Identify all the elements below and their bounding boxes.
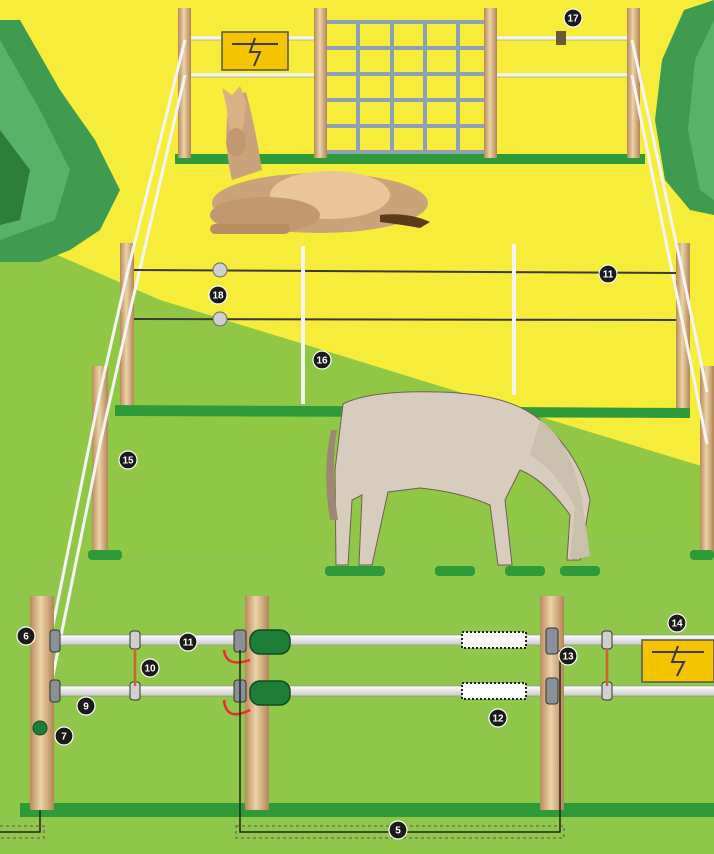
warning-sign-back	[222, 32, 288, 70]
svg-text:13: 13	[562, 652, 574, 663]
callout-13: 13	[559, 647, 577, 665]
svg-text:16: 16	[316, 356, 328, 367]
callout-16: 16	[313, 351, 331, 369]
callout-10: 10	[141, 659, 159, 677]
tape-tensioner-17	[556, 31, 566, 45]
callout-18: 18	[209, 286, 227, 304]
callout-14: 14	[668, 614, 686, 632]
warning-sign-front	[642, 640, 714, 682]
callout-5: 5	[389, 821, 407, 839]
callout-6: 6	[17, 627, 35, 645]
svg-text:9: 9	[83, 702, 89, 713]
svg-text:12: 12	[492, 714, 504, 725]
svg-text:17: 17	[567, 14, 579, 25]
callout-11-mid: 11	[599, 265, 617, 283]
svg-text:15: 15	[122, 456, 134, 467]
front-grass-strip	[20, 803, 714, 817]
callout-11-front: 11	[179, 633, 197, 651]
svg-text:10: 10	[144, 664, 156, 675]
svg-text:14: 14	[671, 619, 683, 630]
callout-9: 9	[77, 697, 95, 715]
svg-text:18: 18	[212, 291, 224, 302]
callout-7: 7	[55, 727, 73, 745]
svg-text:6: 6	[23, 632, 29, 643]
earth-connection-7	[33, 721, 47, 735]
svg-text:5: 5	[395, 826, 401, 837]
svg-text:7: 7	[61, 732, 67, 743]
svg-text:11: 11	[183, 638, 194, 649]
callout-12: 12	[489, 709, 507, 727]
svg-text:11: 11	[603, 270, 614, 281]
callout-17: 17	[564, 9, 582, 27]
callout-15: 15	[119, 451, 137, 469]
